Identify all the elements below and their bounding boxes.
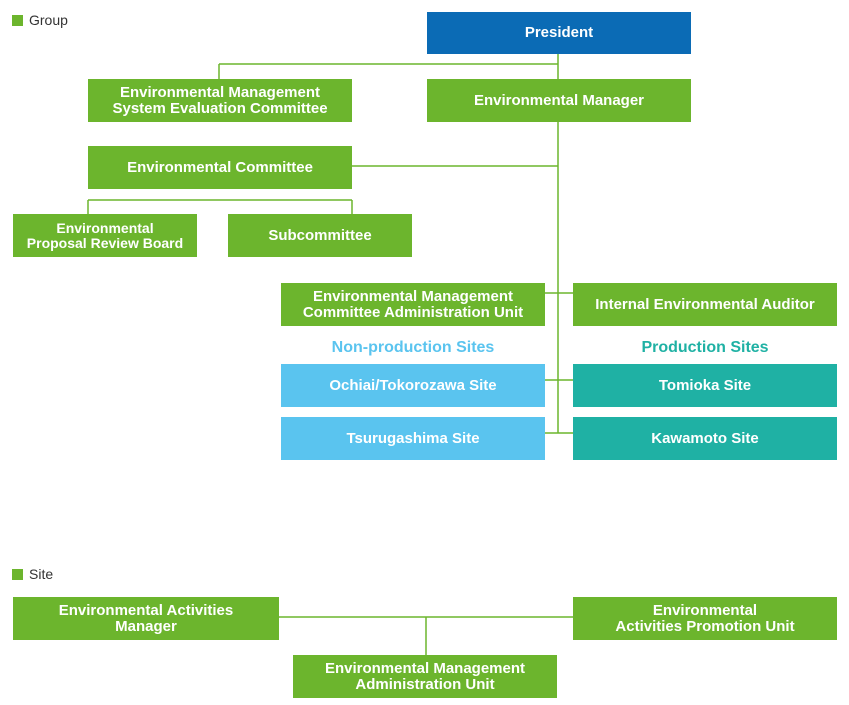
- group-legend: Group: [12, 12, 68, 28]
- site-legend-label: Site: [29, 566, 54, 582]
- ems-evaluation-committee-node: Environmental Management System Evaluati…: [88, 79, 352, 122]
- admin-unit-node: Environmental Management Administration …: [293, 655, 557, 698]
- non-production-site-ochiai: Ochiai/Tokorozawa Site: [281, 364, 545, 407]
- non-production-site-tsurugashima: Tsurugashima Site: [281, 417, 545, 460]
- legend-square-icon: [12, 568, 23, 580]
- production-site-tomioka: Tomioka Site: [573, 364, 837, 407]
- production-site-kawamoto: Kawamoto Site: [573, 417, 837, 460]
- president-node: President: [427, 12, 691, 54]
- environmental-manager-node: Environmental Manager: [427, 79, 691, 122]
- environmental-committee-node: Environmental Committee: [88, 146, 352, 189]
- proposal-review-board-node: Environmental Proposal Review Board: [13, 214, 197, 257]
- subcommittee-node: Subcommittee: [228, 214, 412, 257]
- site-legend: Site: [12, 566, 53, 582]
- group-legend-label: Group: [29, 12, 68, 28]
- activities-manager-node: Environmental Activities Manager: [13, 597, 279, 640]
- promotion-unit-node: Environmental Activities Promotion Unit: [573, 597, 837, 640]
- internal-auditor-node: Internal Environmental Auditor: [573, 283, 837, 326]
- non-production-heading: Non-production Sites: [331, 339, 495, 356]
- production-heading: Production Sites: [641, 339, 769, 356]
- legend-square-icon: [12, 14, 23, 26]
- committee-admin-unit-node: Environmental Management Committee Admin…: [281, 283, 545, 326]
